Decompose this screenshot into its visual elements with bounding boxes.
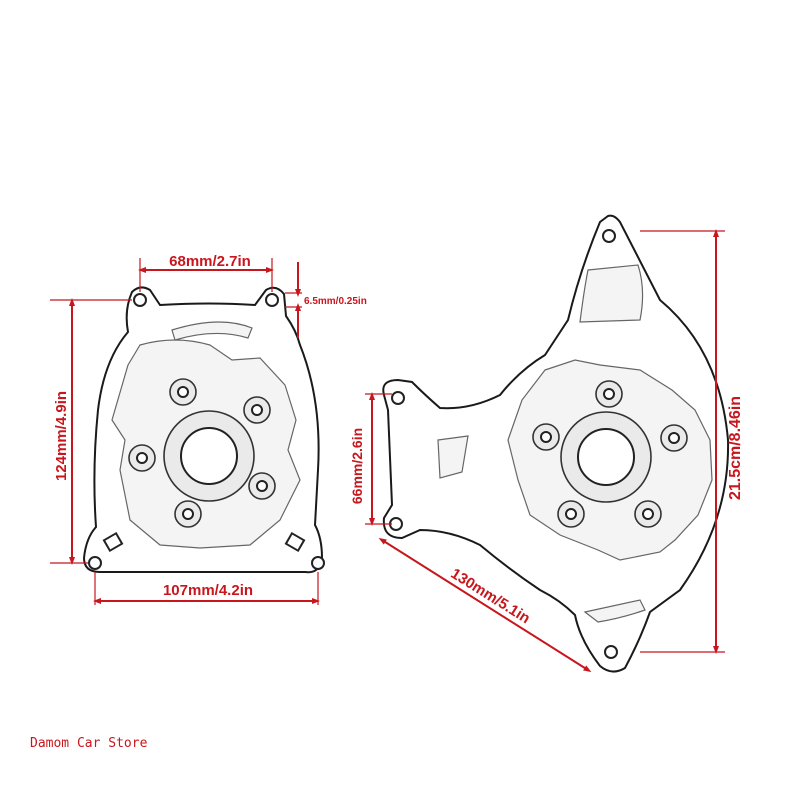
right-bolt-holes bbox=[532, 380, 688, 528]
dim-left-height: 124mm/4.9in bbox=[53, 391, 70, 481]
dim-left-top-width: 68mm/2.7in bbox=[169, 253, 251, 270]
right-dimension-lines bbox=[365, 229, 725, 673]
dim-right-short-side: 66mm/2.6in bbox=[349, 428, 365, 504]
left-dimension-lines bbox=[50, 258, 320, 605]
left-bolt-holes bbox=[128, 378, 276, 528]
dim-left-tab-offset: 6.5mm/0.25in bbox=[304, 296, 367, 307]
dim-left-bottom-width: 107mm/4.2in bbox=[163, 582, 253, 599]
right-clutch-cover bbox=[382, 214, 730, 673]
left-stator-cover bbox=[82, 286, 325, 574]
store-watermark: Damom Car Store bbox=[30, 736, 148, 751]
dim-right-height: 21.5cm/8.46in bbox=[727, 396, 744, 500]
